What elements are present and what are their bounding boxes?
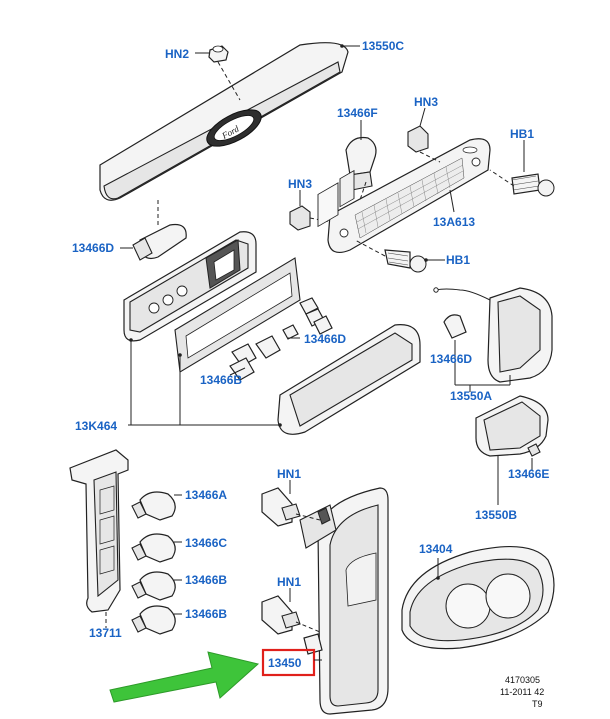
hb1-screw-bottom-icon	[384, 249, 427, 273]
label-13711: 13711	[89, 626, 122, 640]
label-13466b-low2: 13466B	[185, 607, 227, 621]
label-13466e: 13466E	[508, 467, 549, 481]
label-13466c: 13466C	[185, 536, 227, 550]
label-hn3-top: HN3	[414, 95, 438, 109]
label-hn2: HN2	[165, 47, 189, 61]
bulb-holder-13711	[69, 449, 129, 613]
lens-13404	[401, 545, 555, 650]
bulb-13466e-icon	[527, 443, 541, 457]
label-13466d-left: 13466D	[72, 241, 114, 255]
lamp-13550b	[475, 395, 549, 457]
bulb-13466d-right-icon	[443, 314, 467, 339]
label-13466b-mid: 13466B	[200, 373, 242, 387]
reversing-lamp-13a613	[327, 138, 491, 253]
hn2-nut-icon	[208, 45, 229, 63]
reference-number: 4170305	[505, 675, 540, 685]
gasket-13k464	[174, 257, 301, 373]
tail-lamp-13450	[299, 487, 389, 715]
label-hn3-left: HN3	[288, 177, 312, 191]
label-13466f: 13466F	[337, 106, 378, 120]
label-13466d-mid: 13466D	[304, 332, 346, 346]
label-13466a: 13466A	[185, 488, 227, 502]
label-13550a: 13550A	[450, 389, 492, 403]
lamp-base-plate-upper	[123, 231, 257, 342]
label-hn1-top: HN1	[277, 467, 301, 481]
label-hn1-bottom: HN1	[277, 575, 301, 589]
small-bulbs-13466d-group	[282, 297, 333, 340]
label-hb1-top: HB1	[510, 127, 534, 141]
hb1-screw-top-icon	[511, 173, 555, 197]
label-13k464: 13K464	[75, 419, 117, 433]
rear-lamp-cluster-13k464	[277, 169, 421, 435]
hn3-clip-top-icon	[407, 125, 429, 153]
reference-code: T9	[532, 699, 543, 709]
hn3-clip-left-icon	[289, 205, 311, 231]
label-13550b: 13550B	[475, 508, 517, 522]
label-13450: 13450	[268, 656, 302, 670]
bulbs-13466-stack	[131, 491, 176, 635]
hn1-bulb-holder-top-icon	[261, 487, 301, 527]
side-lamp-13550a	[433, 287, 553, 383]
number-plate-lamp-housing-13550c: Ford	[99, 42, 349, 201]
reference-date: 11-2011 42	[500, 687, 544, 697]
label-hb1-bottom: HB1	[446, 253, 470, 267]
bulb-13466d-icon	[132, 223, 187, 261]
hn1-bulb-holder-bottom-icon	[261, 595, 301, 635]
label-13404: 13404	[419, 542, 453, 556]
label-13550c: 13550C	[362, 39, 404, 53]
highlight-box-13450	[261, 648, 316, 677]
label-13a613: 13A613	[433, 215, 475, 229]
label-13466d-right: 13466D	[430, 352, 472, 366]
label-13466b-low1: 13466B	[185, 573, 227, 587]
pointer-arrow-icon	[109, 651, 260, 703]
